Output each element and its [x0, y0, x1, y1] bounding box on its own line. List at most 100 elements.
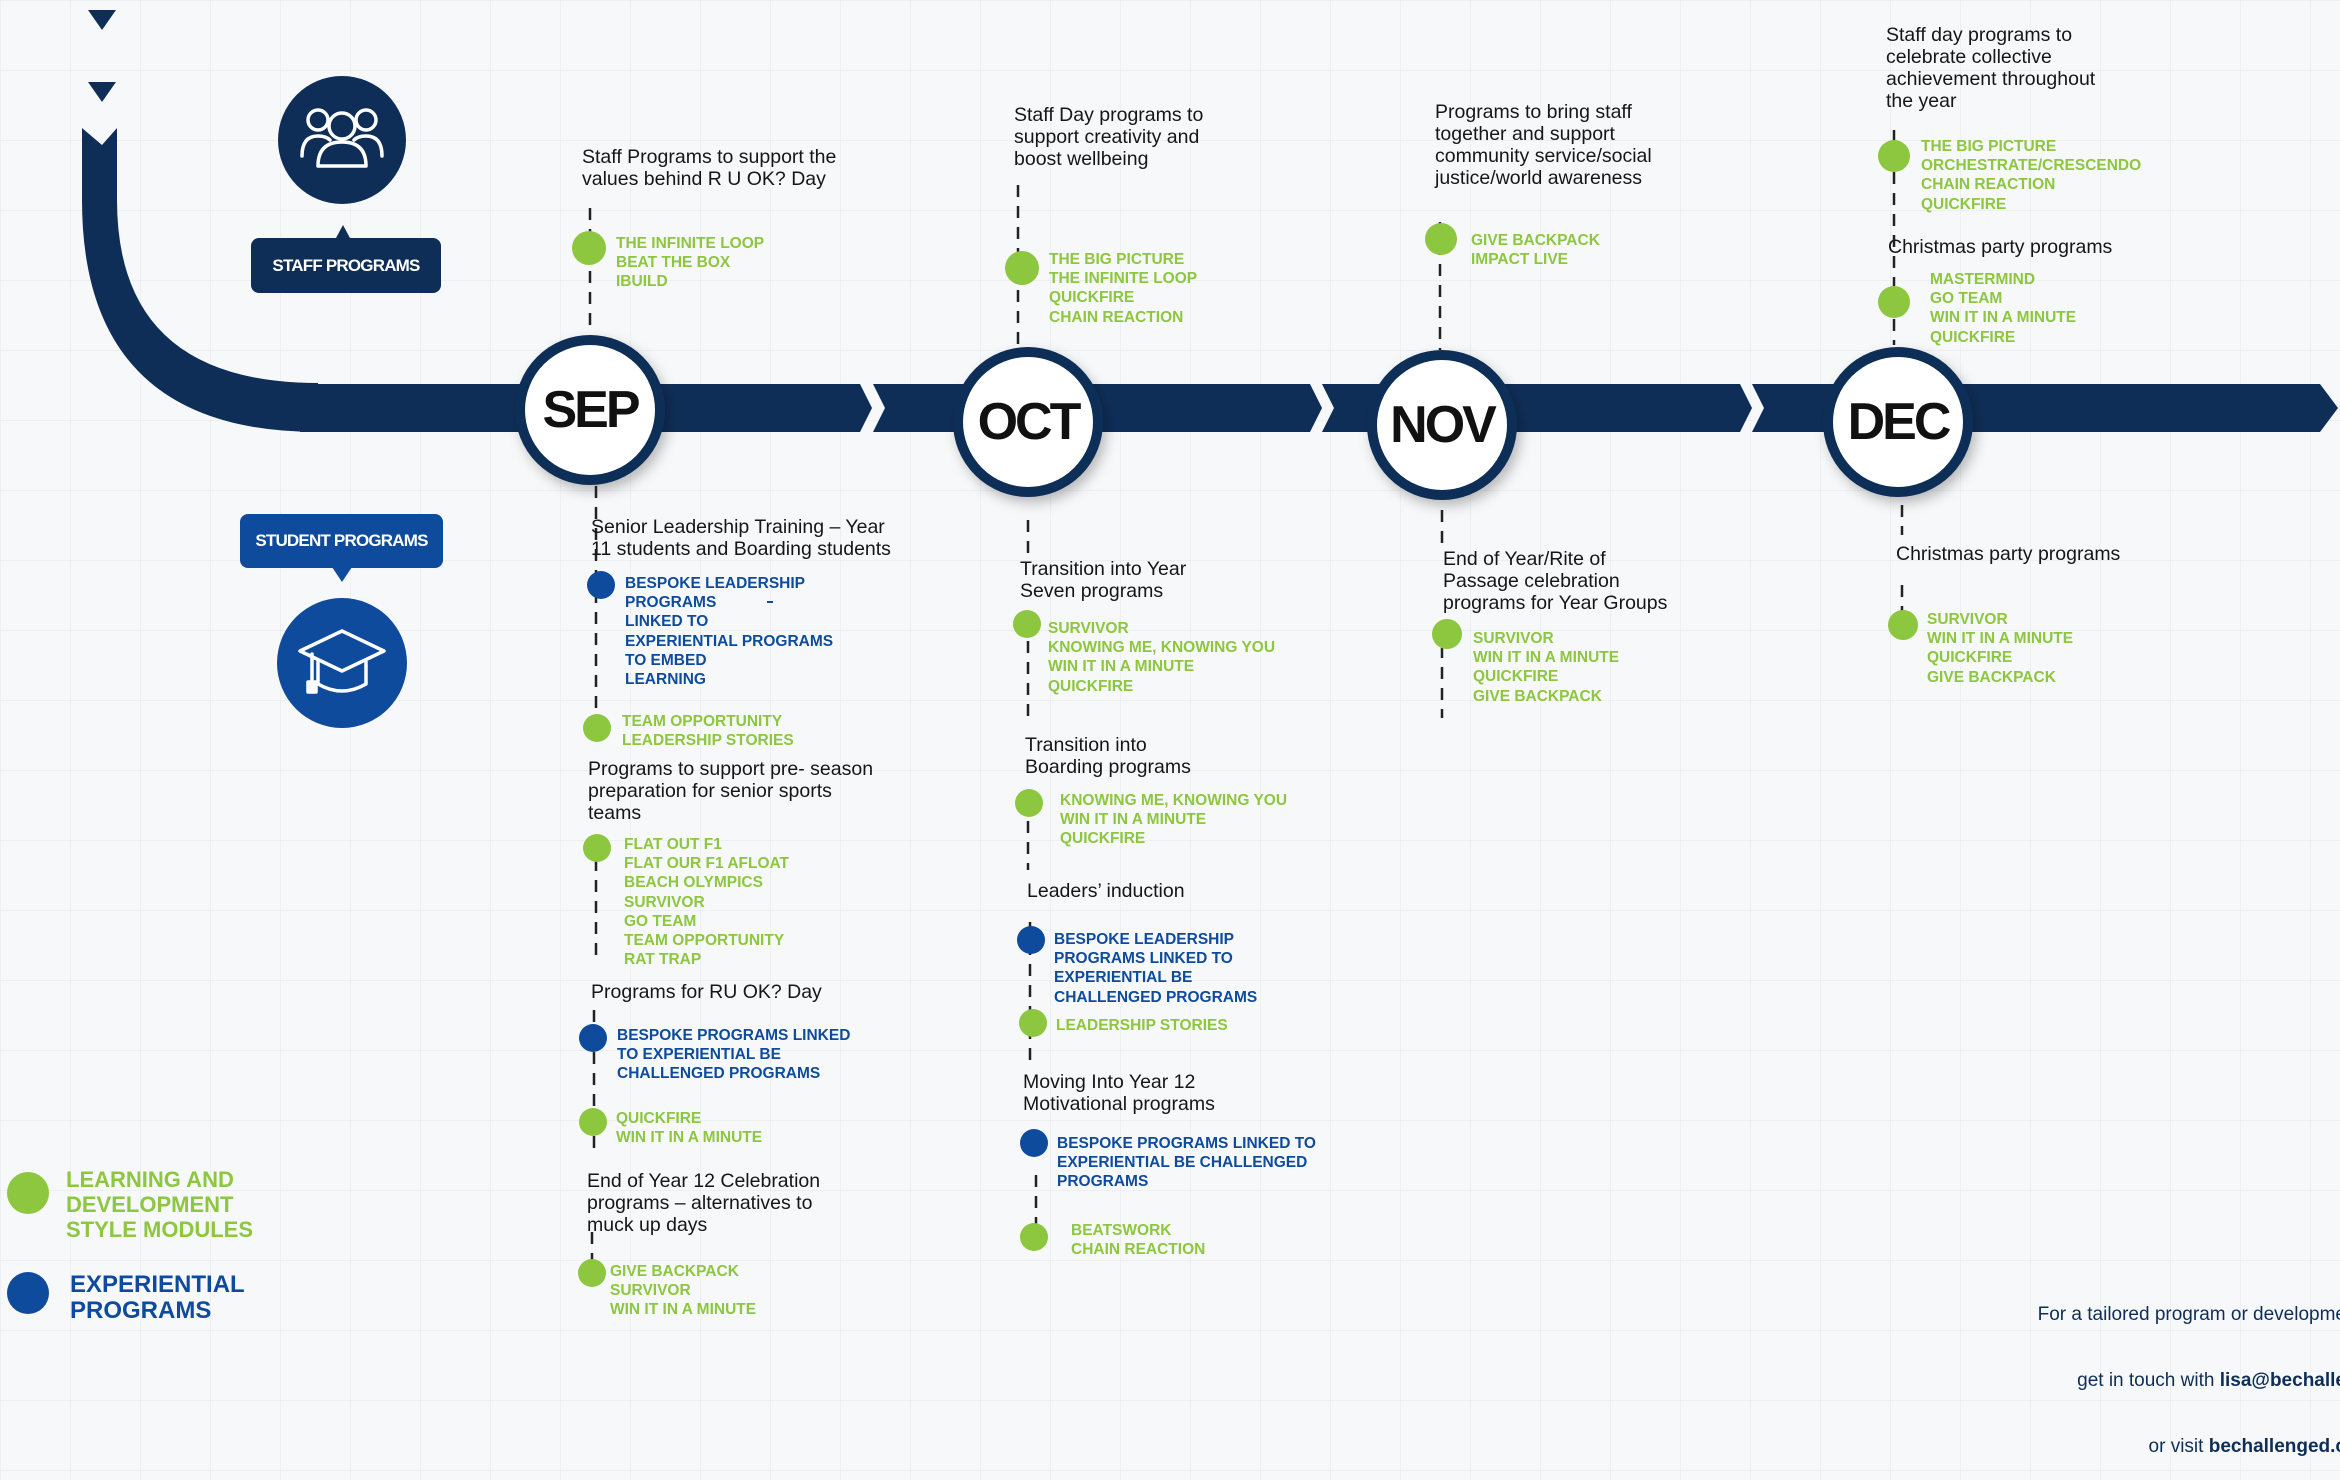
student-sep-programs-4: BESPOKE PROGRAMS LINKED TO EXPERIENTIAL B…	[617, 1026, 850, 1084]
program-item: TO EMBED	[625, 651, 707, 669]
month-circle-dec	[1823, 347, 1973, 497]
student-oct-programs-2: KNOWING ME, KNOWING YOU WIN IT IN A MINUT…	[1060, 791, 1287, 849]
timeline-diagram	[7, 10, 2338, 1314]
program-bullet	[579, 1024, 607, 1052]
program-item: EXPERIENTIAL BE	[1054, 969, 1193, 987]
connector-lines	[588, 130, 1904, 1270]
program-bullet	[1878, 140, 1910, 172]
program-item: BESPOKE PROGRAMS LINKED	[617, 1027, 851, 1044]
program-bullet	[1888, 610, 1918, 640]
program-item: QUICKFIRE	[616, 1110, 702, 1127]
program-item: BESPOKE LEADERSHIP	[1054, 931, 1235, 948]
student-dec-description-1: Christmas party programs	[1896, 543, 2121, 565]
program-item: WIN IT IN A MINUTE	[1930, 309, 2077, 327]
legend-green-dot	[7, 1172, 49, 1214]
legend-green-label: LEARNING AND DEVELOPMENT STYLE MODULES	[66, 1167, 254, 1242]
student-sep-programs-5: QUICKFIRE WIN IT IN A MINUTE	[616, 1109, 762, 1147]
program-item: FLAT OUT F1	[624, 836, 722, 853]
month-label-oct: OCT	[977, 393, 1082, 451]
program-item: EXPERIENTIAL PROGRAMS	[625, 632, 834, 650]
student-oct-programs-5: BESPOKE PROGRAMS LINKED TO EXPERIENTIAL B…	[1057, 1134, 1316, 1192]
program-bullet	[1013, 610, 1041, 638]
program-item: WIN IT IN A MINUTE	[1473, 649, 1620, 667]
program-item: BEAT THE BOX	[616, 254, 731, 272]
program-item: WIN IT IN A MINUTE	[610, 1301, 757, 1319]
program-item: TO EXPERIENTIAL BE	[617, 1046, 781, 1064]
student-nov-description-1: End of Year/Rite of Passage celebration …	[1443, 548, 1668, 614]
program-item: TEAM OPPORTUNITY	[622, 713, 783, 730]
program-item: QUICKFIRE	[1930, 328, 2016, 346]
program-item: QUICKFIRE	[1473, 668, 1559, 686]
student-oct-description-3: Leaders’ induction	[1027, 880, 1185, 902]
month-label-sep: SEP	[542, 381, 640, 439]
program-bullet	[1017, 926, 1045, 954]
program-item: WIN IT IN A MINUTE	[616, 1129, 763, 1147]
program-bullet	[1432, 619, 1462, 649]
program-item: BESPOKE PROGRAMS LINKED TO	[1057, 1135, 1316, 1152]
program-item: RAT TRAP	[624, 951, 702, 969]
footer-website-link[interactable]: bechallenged.c	[2208, 1436, 2340, 1457]
program-bullet	[1020, 1223, 1048, 1251]
program-item: EXPERIENTIAL BE CHALLENGED	[1057, 1154, 1308, 1172]
legend-blue-dot	[7, 1272, 49, 1314]
student-oct-description-2: Transition into Boarding programs	[1025, 734, 1191, 778]
program-bullet	[579, 1108, 607, 1136]
timeline-curve	[82, 128, 318, 432]
footer-line-2-text: get in touch with	[2077, 1370, 2220, 1391]
program-bullet	[1020, 1129, 1048, 1157]
program-item: WIN IT IN A MINUTE	[1060, 811, 1207, 829]
program-item: LINKED TO	[625, 613, 709, 631]
footer-line-3: or visit bechallenged.c	[2038, 1436, 2340, 1458]
program-item: SURVIVOR	[1048, 620, 1129, 637]
program-item: SURVIVOR	[610, 1282, 691, 1300]
staff-programs-tag: STAFF PROGRAMS	[251, 238, 441, 293]
program-bullet	[583, 834, 611, 862]
program-item: KNOWING ME, KNOWING YOU	[1060, 792, 1288, 809]
program-bullet	[587, 571, 615, 599]
student-oct-description-5: Moving Into Year 12 Motivational program…	[1023, 1071, 1215, 1115]
program-bullet	[1878, 286, 1910, 318]
program-item: CHAIN REACTION	[1921, 176, 2056, 194]
staff-sep-description: Staff Programs to support the values beh…	[582, 146, 837, 190]
program-item: GO TEAM	[624, 912, 697, 930]
program-item: BEACH OLYMPICS	[624, 874, 763, 892]
program-item: GIVE BACKPACK	[610, 1263, 739, 1280]
program-bullet	[1425, 223, 1457, 255]
month-circle-sep	[515, 335, 665, 485]
program-item: BEATSWORK	[1071, 1222, 1172, 1239]
program-item: GO TEAM	[1930, 290, 2003, 308]
program-item: SURVIVOR	[1927, 611, 2008, 628]
footer-email-link[interactable]: lisa@bechalle	[2219, 1370, 2340, 1391]
month-label-nov: NOV	[1390, 396, 1497, 454]
month-circle-nov	[1367, 350, 1517, 500]
program-item: SURVIVOR	[1473, 630, 1554, 647]
program-item: CHALLENGED PROGRAMS	[1054, 988, 1258, 1006]
staff-nov-description: Programs to bring staff together and sup…	[1435, 101, 1652, 189]
staff-dec-description-1: Staff day programs to celebrate collecti…	[1886, 24, 2096, 112]
program-item: QUICKFIRE	[1927, 649, 2013, 667]
staff-tag-pointer	[336, 225, 350, 238]
student-sep-description-6: End of Year 12 Celebration programs – al…	[587, 1170, 821, 1236]
program-item: QUICKFIRE	[1060, 830, 1146, 848]
staff-dec-description-2: Christmas party programs	[1888, 236, 2113, 258]
program-item: CHALLENGED PROGRAMS	[617, 1065, 821, 1083]
program-item: PROGRAMS	[625, 594, 717, 612]
program-item: LEARNING	[625, 671, 706, 689]
program-bullet	[1019, 1009, 1047, 1037]
program-item: MASTERMIND	[1930, 271, 2036, 288]
stray-dash	[767, 601, 773, 603]
program-item: IBUILD	[616, 273, 668, 291]
program-item: FLAT OUR F1 AFLOAT	[624, 855, 790, 873]
legend-blue-label: EXPERIENTIAL PROGRAMS	[70, 1271, 245, 1324]
program-item: QUICKFIRE	[1049, 289, 1135, 307]
